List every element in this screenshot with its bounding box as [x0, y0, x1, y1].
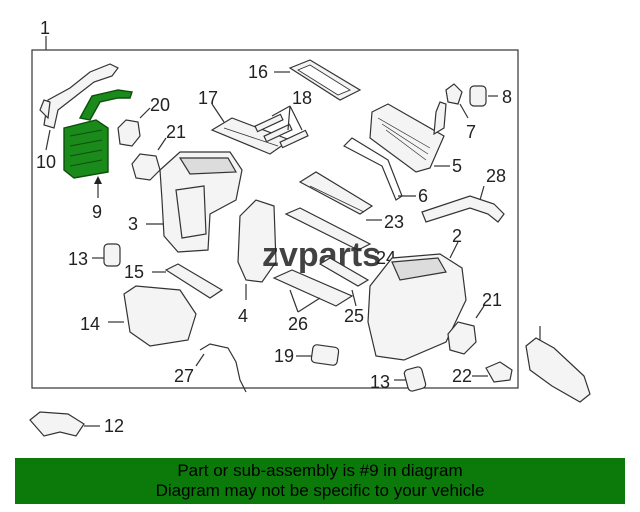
part-24-door [284, 207, 372, 251]
part-8-grommet [469, 85, 487, 107]
callout-21b: 21 [482, 290, 502, 310]
part-22-sensor [485, 361, 513, 383]
part-16-gasket [288, 59, 362, 101]
part-10-pipe [39, 63, 119, 129]
callout-21a: 21 [166, 122, 186, 142]
watermark-logo: zvparts [262, 236, 381, 274]
callout-5: 5 [452, 156, 462, 176]
part-13-cover-right [403, 366, 427, 392]
part-26-door [272, 269, 354, 307]
part-20-actuator [117, 119, 141, 147]
part-15-bracket [164, 263, 224, 299]
part-9-heater-core [63, 89, 133, 179]
callout-16: 16 [248, 62, 268, 82]
callout-23: 23 [384, 212, 404, 232]
callout-14: 14 [80, 314, 100, 334]
callout-22: 22 [452, 366, 472, 386]
part-14-blower-case [123, 285, 197, 347]
callout-4: 4 [238, 306, 248, 326]
callout-27: 27 [174, 366, 194, 386]
part-23-door [298, 171, 374, 215]
part-27-drain-hose [199, 343, 247, 393]
banner-line-2: Diagram may not be specific to your vehi… [155, 481, 485, 500]
part-7-grommet [445, 83, 463, 105]
banner-line-1: Part or sub-assembly is #9 in diagram [177, 461, 463, 480]
part-19-cover [310, 344, 340, 366]
callout-28: 28 [486, 166, 506, 186]
callout-17: 17 [198, 88, 218, 108]
callout-7: 7 [466, 122, 476, 142]
part-28-hose [421, 195, 505, 223]
callout-2: 2 [452, 226, 462, 246]
part-25-strip [318, 257, 370, 287]
part-18-clips [254, 113, 309, 149]
part-13-cover-left [103, 243, 121, 267]
part-4-case-center [237, 199, 277, 283]
part-12-duct [29, 411, 85, 437]
info-banner: Part or sub-assembly is #9 in diagram Di… [15, 458, 625, 504]
callout-10: 10 [36, 152, 56, 172]
part-21-actuator-left [131, 153, 161, 181]
callout-6: 6 [418, 186, 428, 206]
callout-12: 12 [104, 416, 124, 436]
callout-13a: 13 [68, 249, 88, 269]
callout-15: 15 [124, 262, 144, 282]
callout-13b: 13 [370, 372, 390, 392]
callout-8: 8 [502, 87, 512, 107]
callout-3: 3 [128, 214, 138, 234]
part-3-case-left [159, 151, 243, 253]
callout-18: 18 [292, 88, 312, 108]
callout-25: 25 [344, 306, 364, 326]
callout-26: 26 [288, 314, 308, 334]
part-11-duct [525, 337, 591, 403]
part-21-actuator-right [447, 321, 477, 355]
part-2-case-right [367, 253, 467, 361]
callout-1: 1 [40, 18, 50, 38]
callout-9: 9 [92, 202, 102, 222]
callout-20: 20 [150, 95, 170, 115]
part-5-evaporator [369, 101, 447, 173]
diagram-frame [31, 49, 519, 389]
callout-19: 19 [274, 346, 294, 366]
